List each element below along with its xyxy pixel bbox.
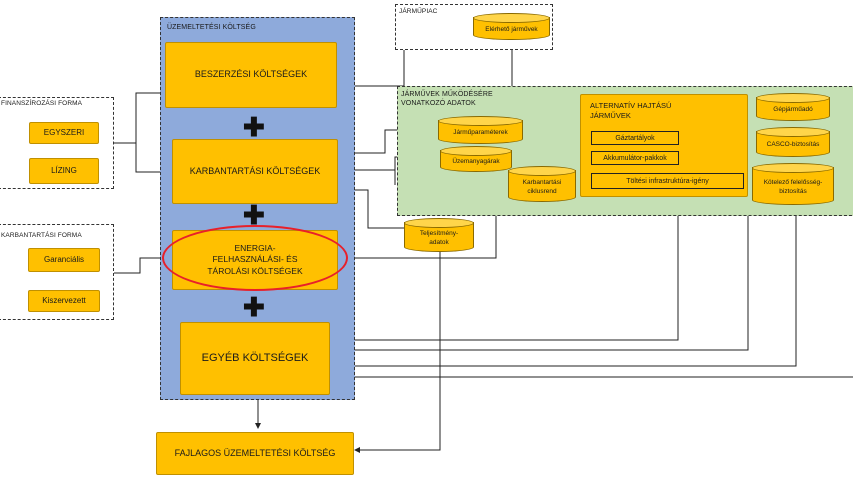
- performance-data-line1: Teljesítmény-: [419, 230, 459, 238]
- financing-option-one-time: EGYSZERI: [29, 122, 99, 144]
- maintenance-option-outsourced-label: Kiszervezett: [42, 295, 86, 305]
- alternative-drive-title: ALTERNATÍV HAJTÁSÚ JÁRMŰVEK: [590, 101, 671, 121]
- maintenance-cycle-line2: ciklusrend: [527, 187, 557, 195]
- battery-packs-label: Akkumulátor-pakkok: [603, 154, 667, 162]
- other-costs-label: EGYÉB KÖLTSÉGEK: [201, 352, 309, 365]
- fuel-prices-cylinder: Üzemanyagárak: [440, 146, 512, 172]
- unit-operating-cost-label: FAJLAGOS ÜZEMELTETÉSI KÖLTSÉG: [174, 447, 336, 458]
- liability-insurance-line1: Kötelező felelősség-: [763, 179, 823, 187]
- vehicle-parameters-label: Járműparaméterek: [453, 129, 508, 137]
- financing-option-leasing-label: LÍZING: [51, 165, 77, 175]
- financing-option-leasing: LÍZING: [29, 158, 99, 184]
- battery-packs-box: Akkumulátor-pakkok: [591, 151, 679, 165]
- casco-insurance-cylinder: CASCO-biztosítás: [756, 127, 830, 157]
- liability-insurance-cylinder: Kötelező felelősség- biztosítás: [752, 163, 834, 205]
- gas-tanks-label: Gáztartályok: [615, 134, 655, 142]
- maintenance-form-title: KARBANTARTÁSI FORMA: [1, 232, 82, 239]
- maintenance-costs-label: KARBANTARTÁSI KÖLTSÉGEK: [189, 165, 321, 176]
- vehicle-parameters-cylinder: Járműparaméterek: [438, 116, 523, 144]
- maintenance-option-outsourced: Kiszervezett: [28, 290, 100, 312]
- vehicle-data-title-line1: JÁRMŰVEK MŰKÖDÉSÉRE: [401, 91, 493, 98]
- unit-operating-cost-box: FAJLAGOS ÜZEMELTETÉSI KÖLTSÉG: [156, 432, 354, 475]
- maintenance-option-warranty: Garanciális: [28, 248, 100, 272]
- alternative-drive-title-line2: JÁRMŰVEK: [590, 110, 631, 120]
- maintenance-costs-box: KARBANTARTÁSI KÖLTSÉGEK: [172, 139, 338, 204]
- financing-form-title: FINANSZÍROZÁSI FORMA: [1, 100, 83, 107]
- available-vehicles-cylinder: Elérhető járművek: [473, 13, 550, 40]
- gas-tanks-box: Gáztartályok: [591, 131, 679, 145]
- plus-icon: ✚: [243, 292, 265, 322]
- available-vehicles-label: Elérhető járművek: [485, 25, 538, 33]
- maintenance-option-warranty-label: Garanciális: [43, 254, 84, 264]
- vehicle-market-title: JÁRMŰPIAC: [399, 8, 438, 15]
- vehicle-tax-cylinder: Gépjárműadó: [756, 93, 830, 121]
- liability-insurance-line2: biztosítás: [779, 187, 807, 195]
- fuel-prices-label: Üzemanyagárak: [452, 158, 500, 166]
- maintenance-cycle-line1: Karbantartási: [522, 179, 562, 187]
- charging-infrastructure-box: Töltési infrastruktúra-igény: [591, 173, 744, 189]
- other-costs-box: EGYÉB KÖLTSÉGEK: [180, 322, 330, 395]
- maintenance-cycle-cylinder: Karbantartási ciklusrend: [508, 166, 576, 202]
- charging-infrastructure-label: Töltési infrastruktúra-igény: [626, 177, 709, 185]
- alternative-drive-title-line1: ALTERNATÍV HAJTÁSÚ: [590, 101, 672, 110]
- casco-insurance-label: CASCO-biztosítás: [766, 141, 820, 149]
- plus-icon: ✚: [243, 200, 265, 230]
- purchase-costs-label: BESZERZÉSI KÖLTSÉGEK: [194, 69, 308, 80]
- financing-option-one-time-label: EGYSZERI: [43, 127, 85, 137]
- purchase-costs-box: BESZERZÉSI KÖLTSÉGEK: [165, 42, 337, 108]
- plus-icon: ✚: [243, 112, 265, 142]
- operating-cost-title: ÜZEMELTETÉSI KÖLTSÉG: [167, 24, 256, 31]
- highlight-ellipse: [162, 225, 348, 291]
- vehicle-tax-label: Gépjárműadó: [773, 106, 813, 114]
- vehicle-data-title: JÁRMŰVEK MŰKÖDÉSÉRE VONATKOZÓ ADATOK: [401, 91, 493, 109]
- vehicle-data-title-line2: VONATKOZÓ ADATOK: [401, 99, 476, 107]
- performance-data-cylinder: Teljesítmény- adatok: [404, 218, 474, 252]
- performance-data-line2: adatok: [429, 238, 449, 246]
